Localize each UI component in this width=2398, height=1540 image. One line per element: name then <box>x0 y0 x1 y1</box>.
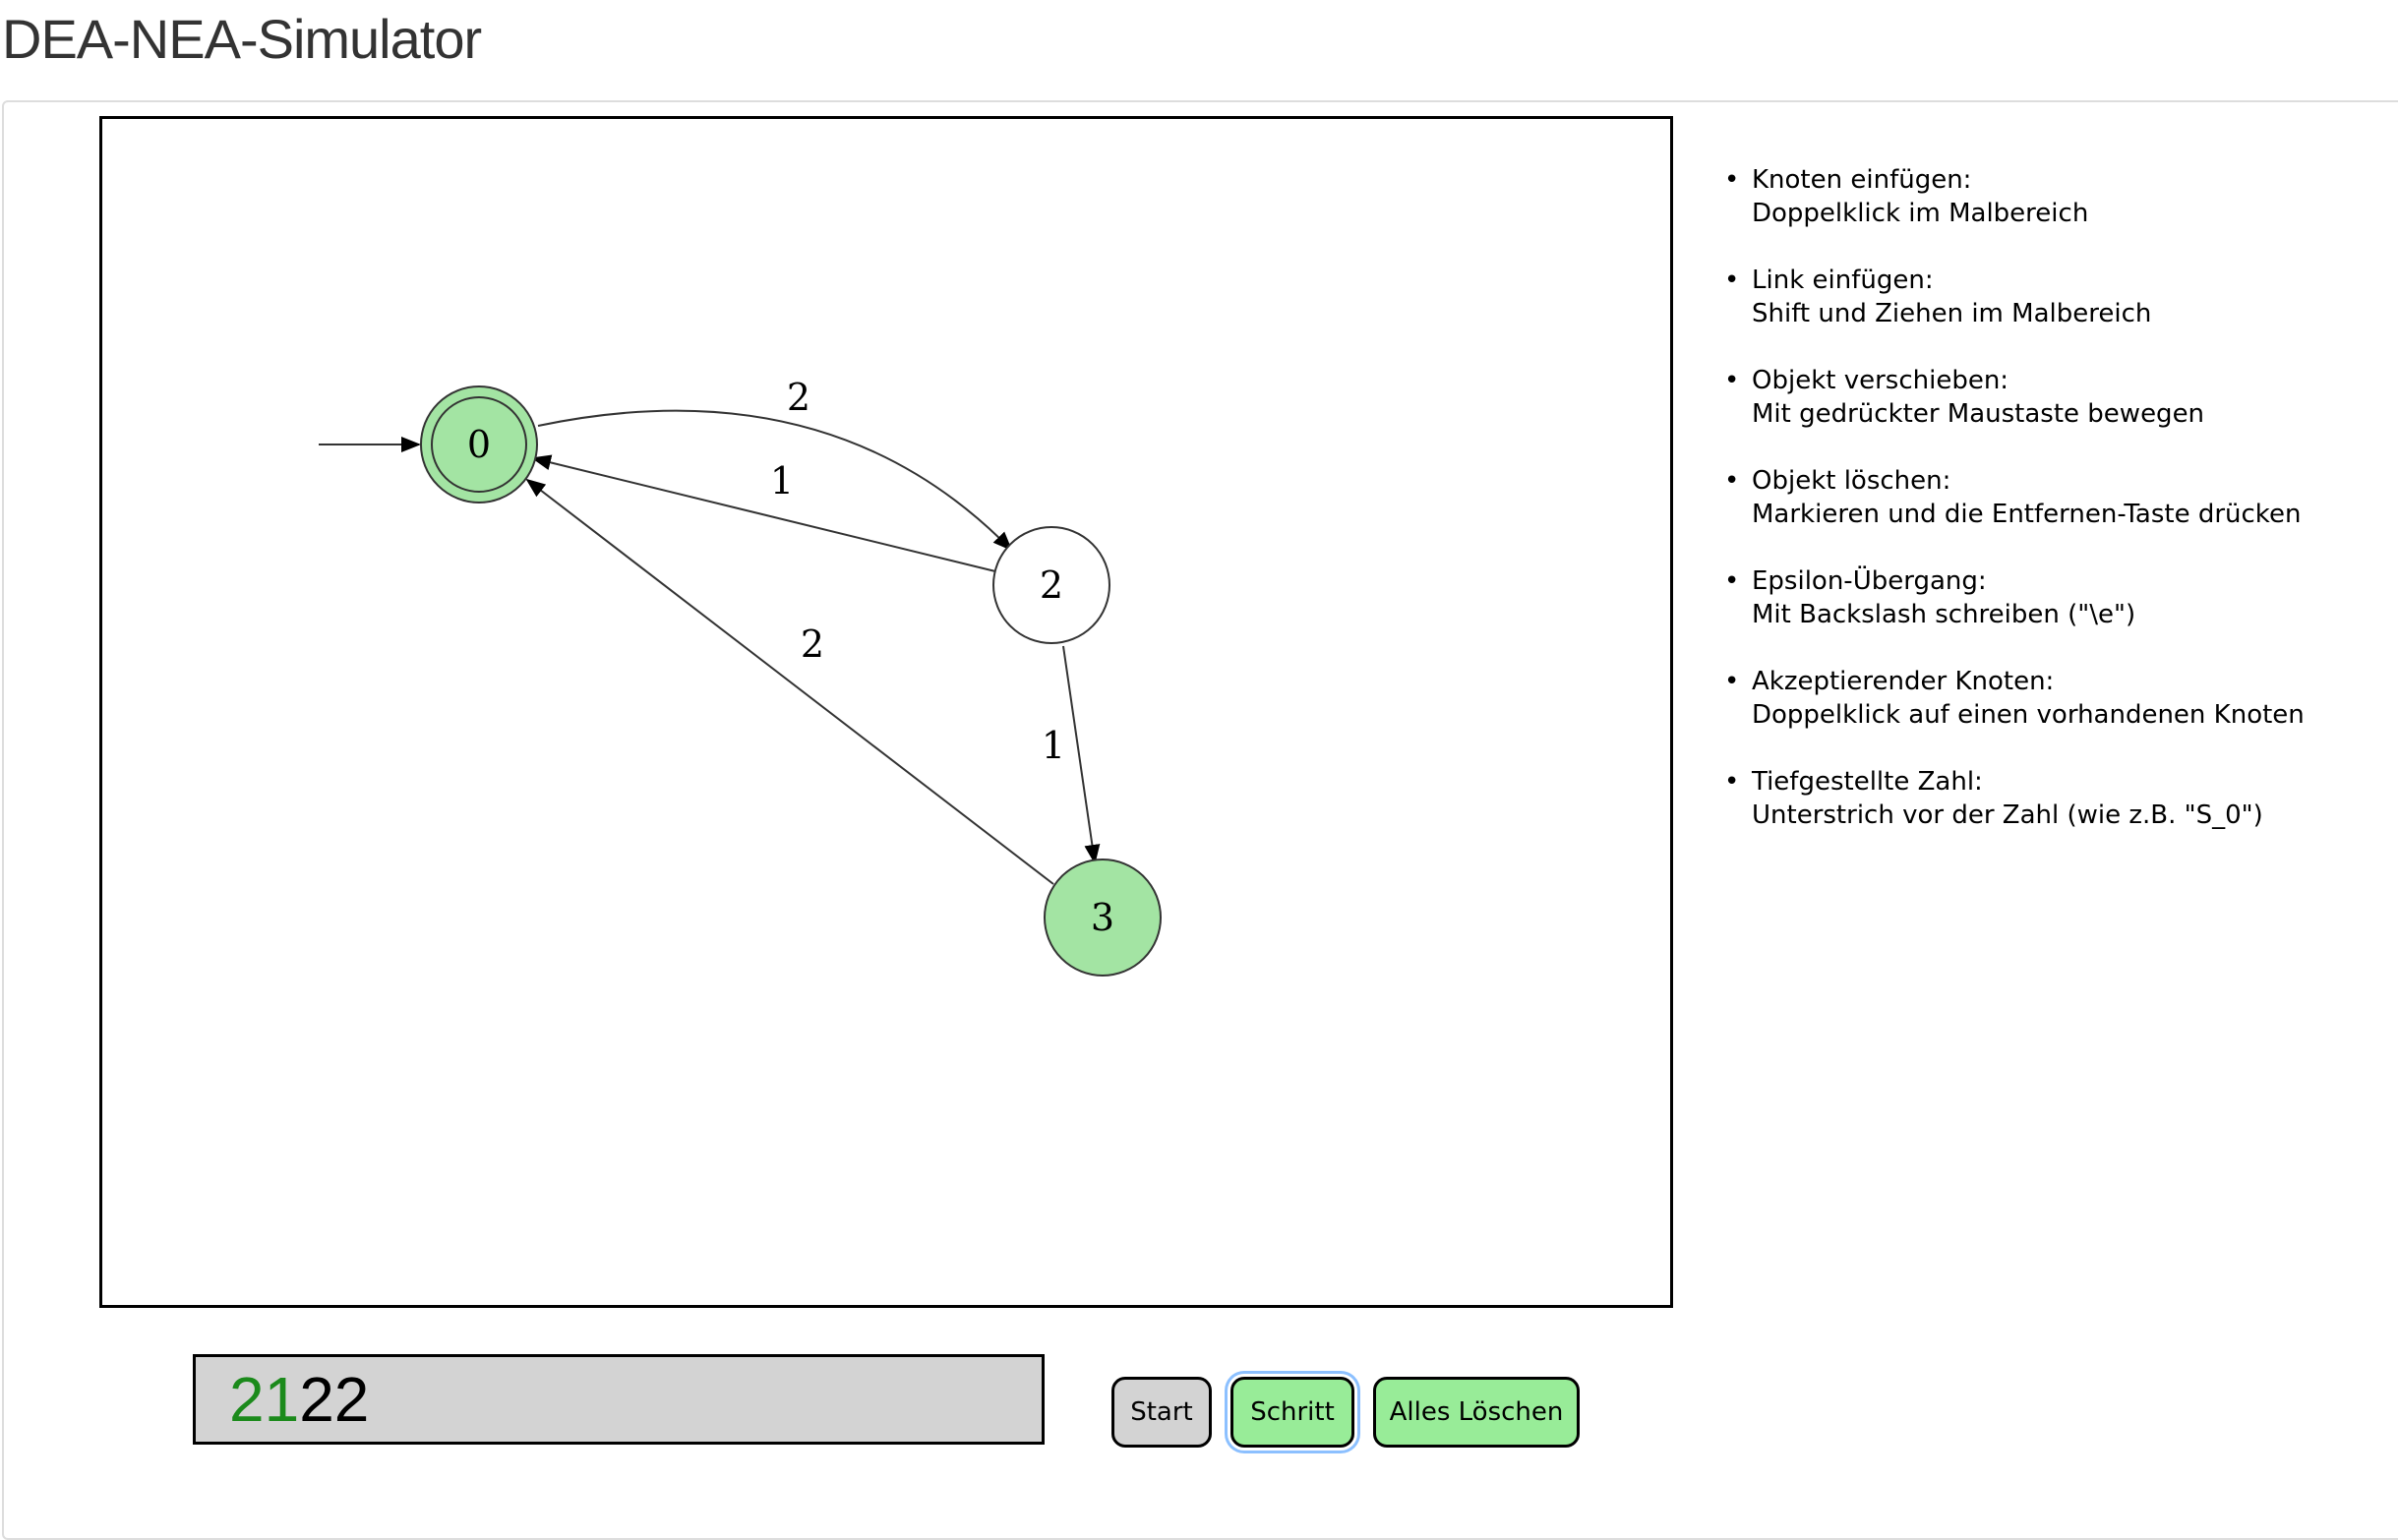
help-item: • Epsilon-Übergang: Mit Backslash schrei… <box>1721 564 2370 631</box>
step-button[interactable]: Schritt <box>1230 1377 1354 1448</box>
help-item-desc: Shift und Ziehen im Malbereich <box>1752 299 2152 328</box>
transition-q2-q0[interactable] <box>531 454 996 572</box>
help-item-desc: Unterstrich vor der Zahl (wie z.B. "S_0"… <box>1752 800 2263 830</box>
state-node-q3[interactable]: 3 <box>1044 859 1162 977</box>
help-item-title: Tiefgestellte Zahl: <box>1752 767 1983 797</box>
help-item-title: Akzeptierender Knoten: <box>1752 667 2055 696</box>
consumed-input: 21 <box>229 1364 300 1435</box>
help-item: • Objekt löschen: Markieren und die Entf… <box>1721 464 2370 531</box>
state-q3-circle <box>1044 859 1162 977</box>
state-label-q2: 2 <box>1040 563 1063 607</box>
help-item-desc: Doppelklick auf einen vorhandenen Knoten <box>1752 700 2305 730</box>
help-list: • Knoten einfügen: Doppelklick im Malber… <box>1721 163 2370 865</box>
start-button[interactable]: Start <box>1111 1377 1212 1448</box>
drawing-canvas[interactable]: 2 1 2 1 0 2 3 <box>99 116 1673 1308</box>
transition-label-q0-q2: 2 <box>787 376 810 419</box>
bullet-icon: • <box>1724 466 1740 496</box>
state-q0-inner <box>431 396 527 493</box>
bullet-icon: • <box>1724 366 1740 395</box>
help-item: • Akzeptierender Knoten: Doppelklick auf… <box>1721 665 2370 732</box>
help-item-desc: Mit Backslash schreiben ("\e") <box>1752 600 2136 629</box>
page-title: DEA-NEA-Simulator <box>2 8 482 70</box>
help-item-title: Objekt verschieben: <box>1752 366 2009 395</box>
state-label-q0: 0 <box>467 423 491 466</box>
word-input-field[interactable]: 2122 <box>193 1354 1045 1445</box>
help-item-desc: Markieren und die Entfernen-Taste drücke… <box>1752 500 2302 529</box>
help-item: • Link einfügen: Shift und Ziehen im Mal… <box>1721 264 2370 330</box>
transition-label-q3-q0: 2 <box>801 622 824 666</box>
state-q2-circle <box>992 526 1110 644</box>
clear-all-button[interactable]: Alles Löschen <box>1373 1377 1580 1448</box>
help-item: • Knoten einfügen: Doppelklick im Malber… <box>1721 163 2370 230</box>
help-item-desc: Mit gedrückter Maustaste bewegen <box>1752 399 2205 429</box>
remaining-input: 22 <box>299 1364 370 1435</box>
help-item-title: Knoten einfügen: <box>1752 165 1972 195</box>
help-item-title: Objekt löschen: <box>1752 466 1951 496</box>
bullet-icon: • <box>1724 266 1740 295</box>
bullet-icon: • <box>1724 667 1740 696</box>
help-item-title: Link einfügen: <box>1752 266 1934 295</box>
bullet-icon: • <box>1724 767 1740 797</box>
help-item-desc: Doppelklick im Malbereich <box>1752 199 2089 228</box>
transition-label-q2-q0: 1 <box>770 459 794 503</box>
transition-q2-q3[interactable] <box>1062 645 1101 864</box>
bullet-icon: • <box>1724 566 1740 596</box>
transition-label-q2-q3: 1 <box>1042 724 1065 767</box>
bullet-icon: • <box>1724 165 1740 195</box>
transition-q0-q2[interactable] <box>537 409 1013 552</box>
help-item: • Tiefgestellte Zahl: Unterstrich vor de… <box>1721 765 2370 832</box>
state-node-q0[interactable]: 0 <box>420 385 538 503</box>
transition-q3-q0[interactable] <box>525 478 1054 885</box>
help-item-title: Epsilon-Übergang: <box>1752 566 1987 596</box>
state-node-q2[interactable]: 2 <box>992 526 1110 644</box>
help-item: • Objekt verschieben: Mit gedrückter Mau… <box>1721 364 2370 431</box>
state-label-q3: 3 <box>1091 896 1114 939</box>
